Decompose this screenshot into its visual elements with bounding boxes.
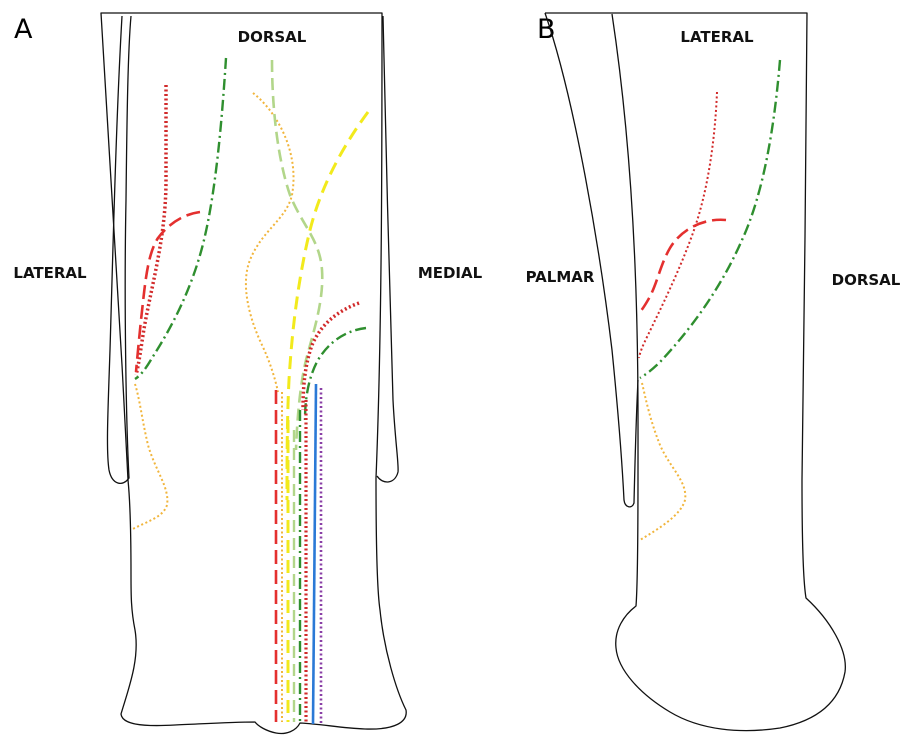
panel-b-red-dotted-trace [639,92,717,358]
panel-a-orange-dotted-trace [246,93,294,392]
panel-a-letter: A [14,14,33,45]
panel-b-limb-outline [545,13,845,731]
panel-b: B LATERAL PALMAR DORSAL [526,13,901,731]
panel-a-left-label: LATERAL [13,264,87,282]
panel-a-orange-lower-trace [131,384,167,530]
panel-a-green-medial-trace [305,328,366,420]
panel-b-red-dashed-trace [639,220,726,313]
panel-b-orange-dotted-trace [640,383,685,540]
panel-b-traces [639,60,780,540]
panel-a: A DORSAL LATERAL MEDIAL [13,13,482,734]
panel-a-blue-vertical-trace [313,384,316,724]
panel-a-red-medial-dotted-trace [303,303,359,410]
panel-a-top-label: DORSAL [238,28,307,46]
panel-b-right-label: DORSAL [832,271,901,289]
panel-b-top-label: LATERAL [680,28,754,46]
panel-a-right-label: MEDIAL [418,264,483,282]
panel-a-lateral-digit [107,16,131,483]
panel-a-traces [131,58,368,724]
panel-b-palmar-digit [545,13,638,507]
panel-b-left-label: PALMAR [526,268,595,286]
panel-b-green-dashdot-trace [640,60,780,378]
panel-a-red-dashed-trace [136,212,200,372]
panel-a-medial-digit [377,16,398,482]
